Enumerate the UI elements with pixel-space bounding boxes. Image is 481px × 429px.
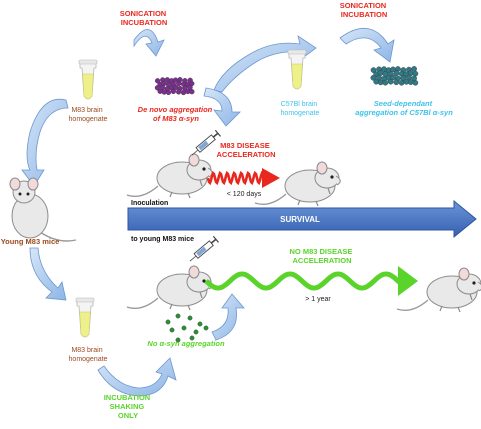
aggregate-dot — [411, 66, 417, 72]
mouse-icon — [396, 267, 481, 313]
aggregate-dot — [412, 70, 419, 77]
survival-label: SURVIVAL — [280, 215, 320, 224]
inoculation-label: Inoculation — [131, 200, 168, 207]
aggregate-dot — [405, 74, 412, 81]
aggregate-dot — [398, 80, 405, 86]
red-wave-arrow — [206, 168, 280, 188]
to-young-m83-mice-label: to young M83 mice — [131, 236, 194, 243]
aggregate-dot — [407, 79, 414, 85]
aggregate-dot — [165, 89, 172, 96]
aggregate-dot — [193, 329, 199, 335]
curved-arrow-icon — [97, 357, 177, 397]
sonication-incubation-label: SONICATION INCUBATION — [120, 9, 169, 27]
tube-icon — [75, 297, 95, 338]
no-aggregate-dots — [165, 313, 209, 343]
curved-arrow-icon — [29, 247, 67, 301]
m83-homogenate-label: M83 brain homogenate — [69, 347, 108, 363]
sonication-incubation-label: SONICATION INCUBATION — [340, 1, 389, 19]
aggregate-dot — [169, 327, 175, 333]
aggregate-dot — [176, 89, 182, 95]
aggregate-dot — [203, 325, 209, 331]
aggregate-dot — [387, 78, 394, 85]
tube-icon — [287, 49, 307, 90]
aggregate-dot — [187, 84, 193, 91]
aggregate-dot — [187, 315, 193, 321]
curved-arrow-icon — [133, 29, 165, 57]
curved-arrow-icon — [211, 293, 245, 341]
no-m83-disease-acceleration-label: NO M83 DISEASE ACCELERATION — [289, 247, 354, 265]
young-m83-mice-label: Young M83 mice — [1, 237, 60, 246]
incubation-shaking-only-label: INCUBATION SHAKING ONLY — [104, 393, 153, 420]
survival-arrow — [127, 199, 477, 239]
aggregate-dot — [412, 80, 419, 86]
aggregate-dot — [175, 337, 181, 343]
aggregate-dot — [381, 66, 387, 72]
c57bl-homogenate-label: C57Bl brain homogenate — [281, 101, 320, 117]
mouse-icon — [9, 177, 77, 242]
aggregate-dot — [382, 79, 389, 86]
aggregate-dot — [165, 319, 171, 325]
aggregate-dot — [370, 67, 377, 73]
aggregate-dot — [189, 335, 195, 341]
no-asyn-aggregation-label: No α-syn aggregation — [147, 339, 225, 348]
de-novo-label: De novo aggregation of M83 α-syn — [138, 105, 215, 123]
m83-homogenate-label: M83 brain homogenate — [69, 107, 108, 123]
seed-dependant-label: Seed-dependant aggregation of C57Bl α-sy… — [355, 99, 453, 117]
greater-than-1-year-label: > 1 year — [305, 296, 331, 303]
aggregate-dot — [170, 88, 177, 95]
mouse-icon — [126, 153, 213, 199]
seed-dependant-aggregate — [370, 66, 419, 86]
mouse-icon — [126, 265, 213, 311]
curved-arrow-icon — [21, 98, 69, 187]
green-wave-arrow — [204, 266, 418, 296]
curved-arrow-icon — [339, 28, 395, 63]
aggregate-dot — [189, 89, 195, 95]
aggregate-dot — [176, 80, 182, 87]
less-than-120-days-label: < 120 days — [227, 191, 262, 198]
aggregate-dot — [155, 78, 161, 84]
curved-arrow-icon — [203, 87, 241, 127]
aggregate-dot — [180, 89, 187, 96]
aggregate-dot — [161, 89, 167, 95]
de-novo-aggregate — [154, 77, 195, 96]
tube-icon — [78, 59, 98, 100]
aggregate-dot — [370, 75, 377, 81]
aggregate-dot — [154, 85, 161, 91]
aggregate-dot — [377, 79, 384, 86]
aggregate-dot — [175, 313, 181, 319]
aggregate-dot — [393, 79, 400, 86]
aggregate-dot — [197, 321, 203, 327]
aggregate-dot — [393, 70, 400, 76]
aggregate-dot — [181, 325, 187, 331]
m83-disease-acceleration-label: M83 DISEASE ACCELERATION — [216, 141, 275, 159]
